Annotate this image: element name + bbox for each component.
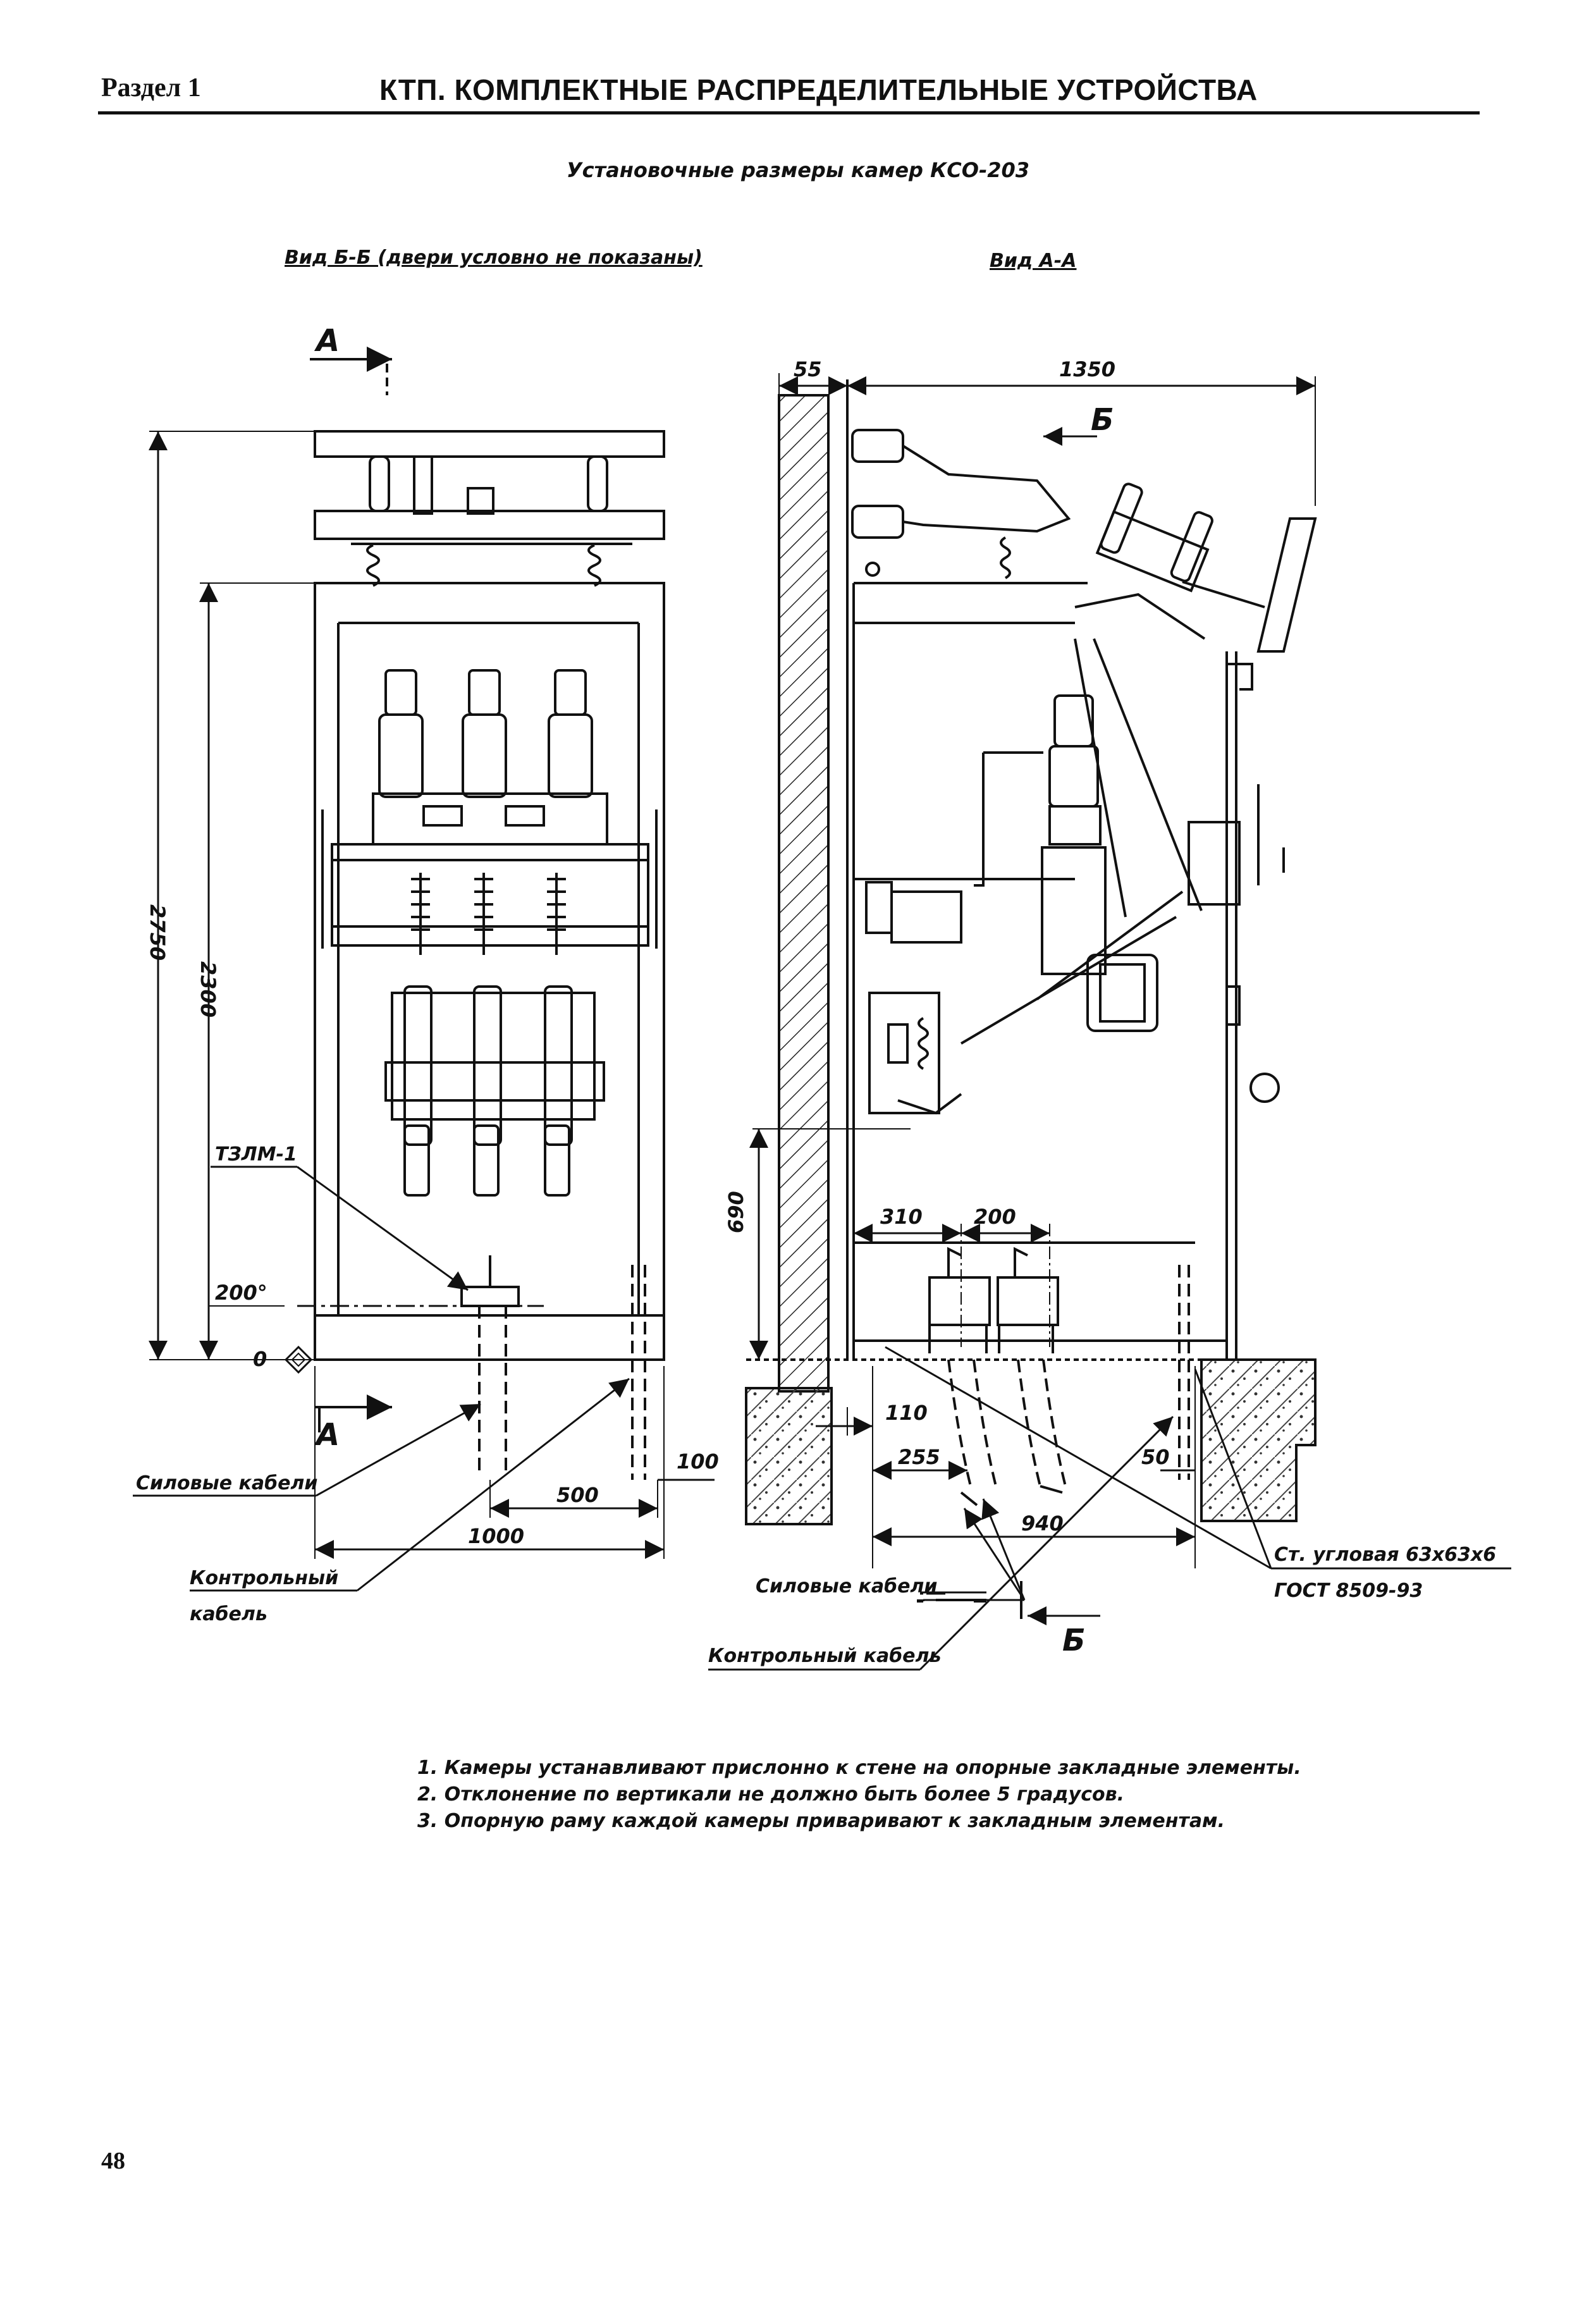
header-rule (98, 111, 1480, 114)
dim-50: 50 (1141, 1445, 1170, 1469)
section-mark-b-bottom: Б (1062, 1623, 1086, 1658)
right-view-caption: Вид А-А (990, 250, 1077, 272)
dim-200: 200 (974, 1205, 1016, 1229)
label-gost: ГОСТ 8509-93 (1274, 1580, 1423, 1602)
note-2: 2. Отклонение по вертикали не должно быт… (417, 1783, 1124, 1806)
label-power-cables-left: Силовые кабели (136, 1472, 317, 1494)
label-power-cables-right: Силовые кабели (756, 1575, 937, 1597)
left-view-caption: Вид Б-Б (двери условно не показаны) (285, 247, 703, 269)
label-control-cable-left-2: кабель (190, 1603, 267, 1625)
note-1: 1. Камеры устанавливают прислонно к стен… (417, 1757, 1301, 1779)
dim-500: 500 (556, 1483, 599, 1507)
dim-255: 255 (898, 1445, 940, 1469)
dim-690: 690 (724, 1191, 748, 1233)
datum-zero: 0 (253, 1347, 267, 1371)
right-view-drawing (708, 373, 1511, 1671)
left-view-texts: А А 2750 2300 200° 0 100 500 1000 ТЗЛМ-1… (136, 323, 719, 1625)
drawing-title: Установочные размеры камер КСО-203 (566, 158, 1030, 182)
section-mark-a-bottom: А (314, 1417, 340, 1453)
label-angle-steel: Ст. угловая 63х63х6 (1274, 1544, 1496, 1566)
notes: 1. Камеры устанавливают прислонно к стен… (417, 1755, 1301, 1835)
page-title: КТП. КОМПЛЕКТНЫЕ РАСПРЕДЕЛИТЕЛЬНЫЕ УСТРО… (379, 73, 1258, 106)
dim-2300: 2300 (196, 961, 220, 1018)
dim-1000: 1000 (468, 1524, 524, 1548)
page-header: Раздел 1 КТП. КОМПЛЕКТНЫЕ РАСПРЕДЕЛИТЕЛЬ… (0, 0, 1596, 126)
dim-1350: 1350 (1059, 357, 1115, 381)
dim-100: 100 (677, 1449, 719, 1474)
left-view-drawing (133, 347, 715, 1592)
section-label: Раздел 1 (101, 73, 201, 102)
dim-2750: 2750 (145, 904, 169, 961)
dim-110: 110 (885, 1401, 928, 1425)
dim-940: 940 (1021, 1511, 1064, 1535)
label-control-cable-right: Контрольный кабель (708, 1645, 941, 1667)
dim-55: 55 (794, 357, 822, 381)
section-mark-a-top: А (314, 323, 340, 359)
page-number: 48 (101, 2148, 125, 2174)
section-mark-b-top: Б (1091, 402, 1114, 438)
right-view-texts: Б Б 55 1350 690 310 200 110 255 50 940 С… (708, 357, 1496, 1667)
dim-310: 310 (880, 1205, 923, 1229)
note-3: 3. Опорную раму каждой камеры привариваю… (417, 1810, 1225, 1832)
dim-200-deg: 200° (215, 1281, 267, 1305)
label-control-cable-left-1: Контрольный (190, 1567, 338, 1589)
label-tzlm: ТЗЛМ-1 (215, 1143, 297, 1166)
